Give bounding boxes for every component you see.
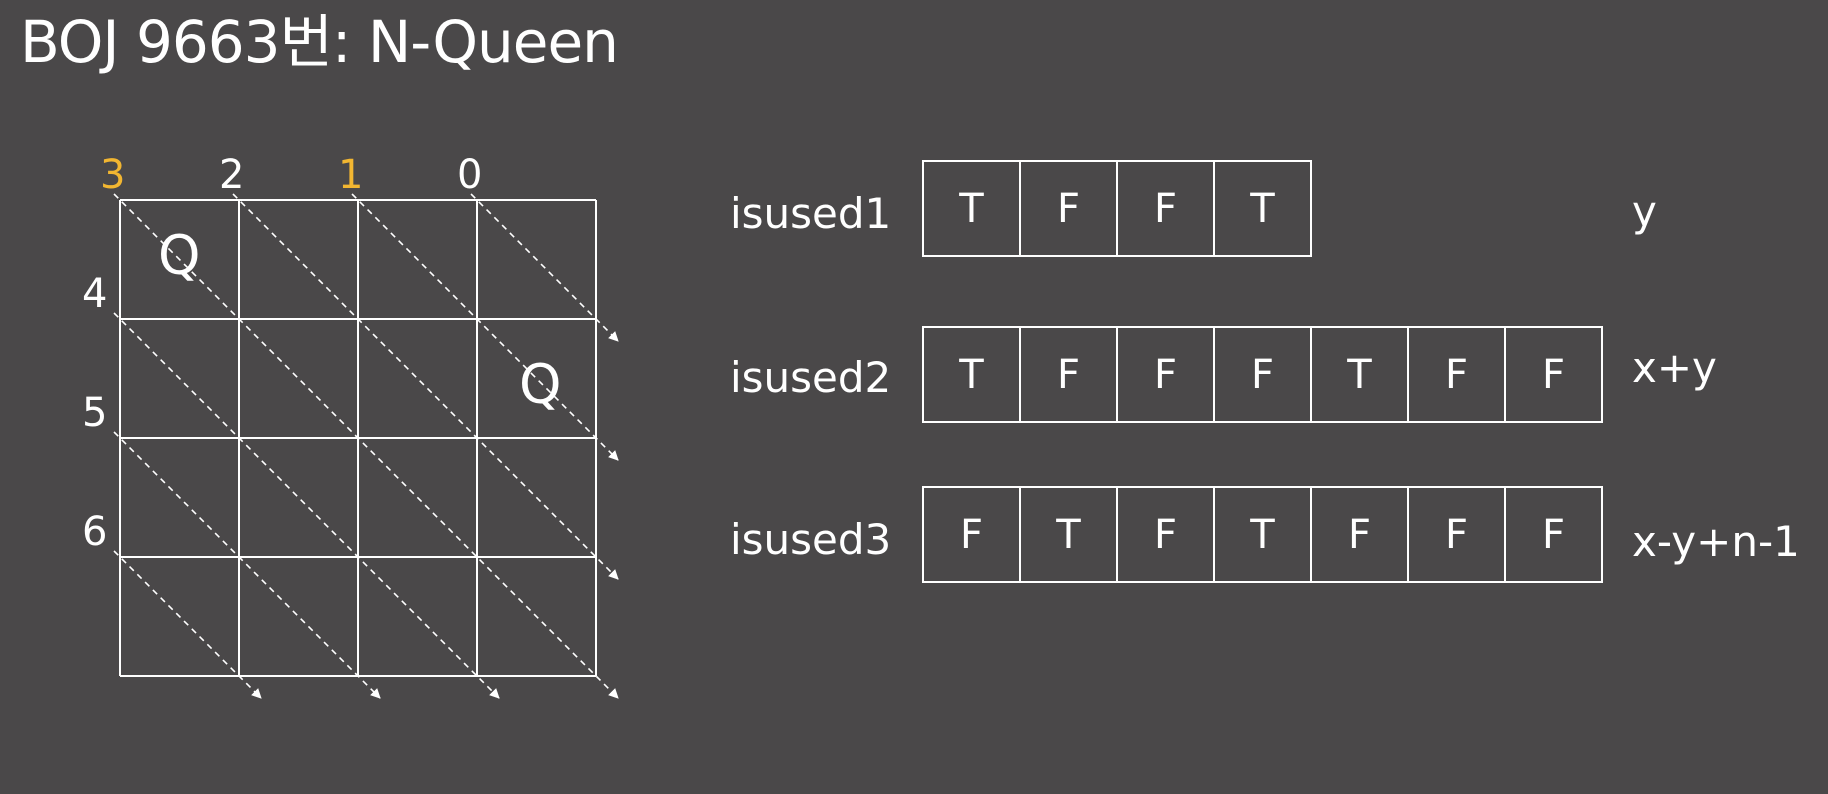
diagonal-line-0 [113, 550, 262, 699]
queens: QQ [158, 224, 562, 416]
isused2-cell-5: F [1409, 326, 1506, 423]
top-diagonal-label-2: 1 [338, 152, 363, 198]
diagonal-line-3 [113, 193, 619, 699]
isused3-cell-2: F [1118, 486, 1215, 583]
isused1-formula: y [1632, 187, 1657, 236]
isused1-cell-1: F [1021, 160, 1118, 257]
isused3-label: isused3 [730, 515, 892, 564]
isused2-array: T F F F T F F [922, 326, 1603, 423]
isused2-cell-0: T [924, 326, 1021, 423]
isused3-array: F T F T F F F [922, 486, 1603, 583]
isused1-label: isused1 [730, 189, 892, 238]
diagonal-line-6 [470, 193, 619, 342]
diagonal-line-4 [232, 193, 619, 580]
isused3-cell-5: F [1409, 486, 1506, 583]
board-grid [119, 199, 597, 677]
isused3-cell-6: F [1506, 486, 1603, 583]
isused2-formula: x+y [1632, 343, 1717, 392]
left-diagonal-label-0: 4 [82, 271, 107, 317]
top-diagonal-label-3: 0 [457, 152, 482, 198]
isused1-array: T F F T [922, 160, 1312, 257]
page-title: BOJ 9663번: N-Queen [20, 8, 619, 76]
isused2-cell-4: T [1312, 326, 1409, 423]
isused3-cell-4: F [1312, 486, 1409, 583]
isused1-cell-3: T [1215, 160, 1312, 257]
queen-1: Q [519, 353, 562, 416]
isused3-cell-3: T [1215, 486, 1312, 583]
left-diagonal-label-1: 5 [82, 390, 107, 436]
isused3-cell-0: F [924, 486, 1021, 583]
isused2-cell-6: F [1506, 326, 1603, 423]
top-diagonal-label-1: 2 [219, 152, 244, 198]
top-diagonal-label-0: 3 [100, 152, 125, 198]
queen-0: Q [158, 224, 201, 287]
left-diagonal-label-2: 6 [82, 509, 107, 555]
isused3-cell-1: T [1021, 486, 1118, 583]
isused2-cell-1: F [1021, 326, 1118, 423]
diagonal-index-labels: 3 2 1 0 4 5 6 [82, 152, 482, 555]
isused1-cell-2: F [1118, 160, 1215, 257]
isused3-formula: x-y+n-1 [1632, 517, 1800, 566]
isused1-cell-0: T [924, 160, 1021, 257]
isused2-cell-3: F [1215, 326, 1312, 423]
isused2-cell-2: F [1118, 326, 1215, 423]
diagonal-lines [113, 193, 619, 699]
isused2-label: isused2 [730, 353, 892, 402]
diagonal-line-5 [351, 193, 619, 461]
diagonal-line-2 [113, 312, 500, 699]
diagonal-line-1 [113, 431, 381, 699]
